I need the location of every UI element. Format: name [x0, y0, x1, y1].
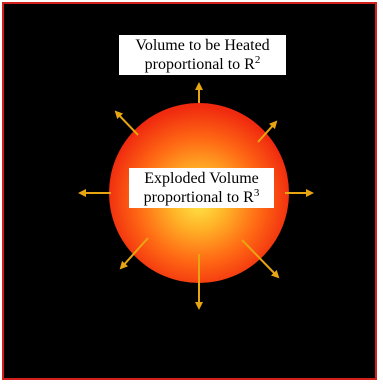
- arrow-down-right: [241, 239, 280, 279]
- center-label-line-1: Exploded Volume: [144, 170, 259, 187]
- top-label-line-2: proportional to R2: [119, 55, 286, 74]
- center-label-text: proportional to R: [143, 189, 254, 206]
- arrow-up-left: [114, 110, 139, 136]
- top-label-line-1: Volume to be Heated: [135, 37, 270, 54]
- arrow-up-right: [257, 120, 278, 143]
- top-label-exponent: 2: [254, 54, 261, 66]
- center-label-exponent: 3: [253, 187, 260, 199]
- arrow-down-left: [119, 237, 149, 270]
- volume-to-be-heated-label: Volume to be Heated proportional to R2: [119, 35, 286, 75]
- exploded-volume-label: Exploded Volume proportional to R3: [129, 168, 274, 208]
- top-label-text: proportional to R: [144, 56, 255, 73]
- center-label-line-2: proportional to R3: [129, 188, 274, 207]
